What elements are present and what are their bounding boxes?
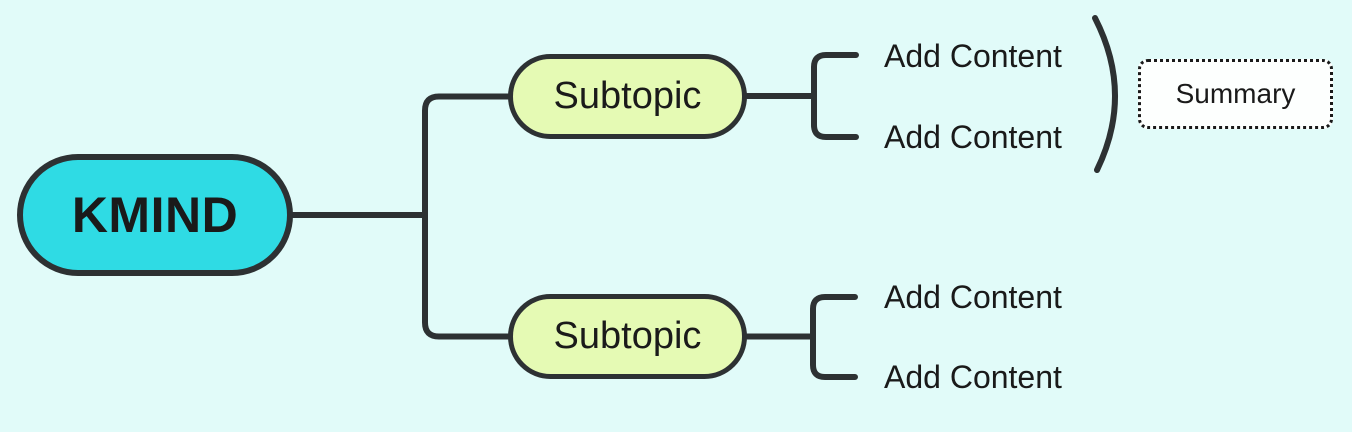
add-content-placeholder[interactable]: Add Content <box>884 359 1062 395</box>
summary-node[interactable]: Summary <box>1138 59 1333 129</box>
subtopic-node-label: Subtopic <box>553 75 702 117</box>
subtopic-node-1[interactable]: Subtopic <box>508 54 747 139</box>
subtopic1-child-bracket <box>811 52 859 140</box>
summary-brace <box>1092 15 1118 173</box>
summary-node-label: Summary <box>1175 78 1296 109</box>
subtopic-node-2[interactable]: Subtopic <box>508 294 747 379</box>
root-node[interactable]: KMIND <box>17 154 293 276</box>
add-content-placeholder[interactable]: Add Content <box>884 279 1062 315</box>
add-content-placeholder[interactable]: Add Content <box>884 38 1062 74</box>
subtopic2-child-bracket <box>810 294 858 380</box>
trunk-connector <box>422 93 511 340</box>
add-content-placeholder[interactable]: Add Content <box>884 119 1062 155</box>
subtopic-node-label: Subtopic <box>553 315 702 357</box>
root-node-label: KMIND <box>71 187 239 243</box>
